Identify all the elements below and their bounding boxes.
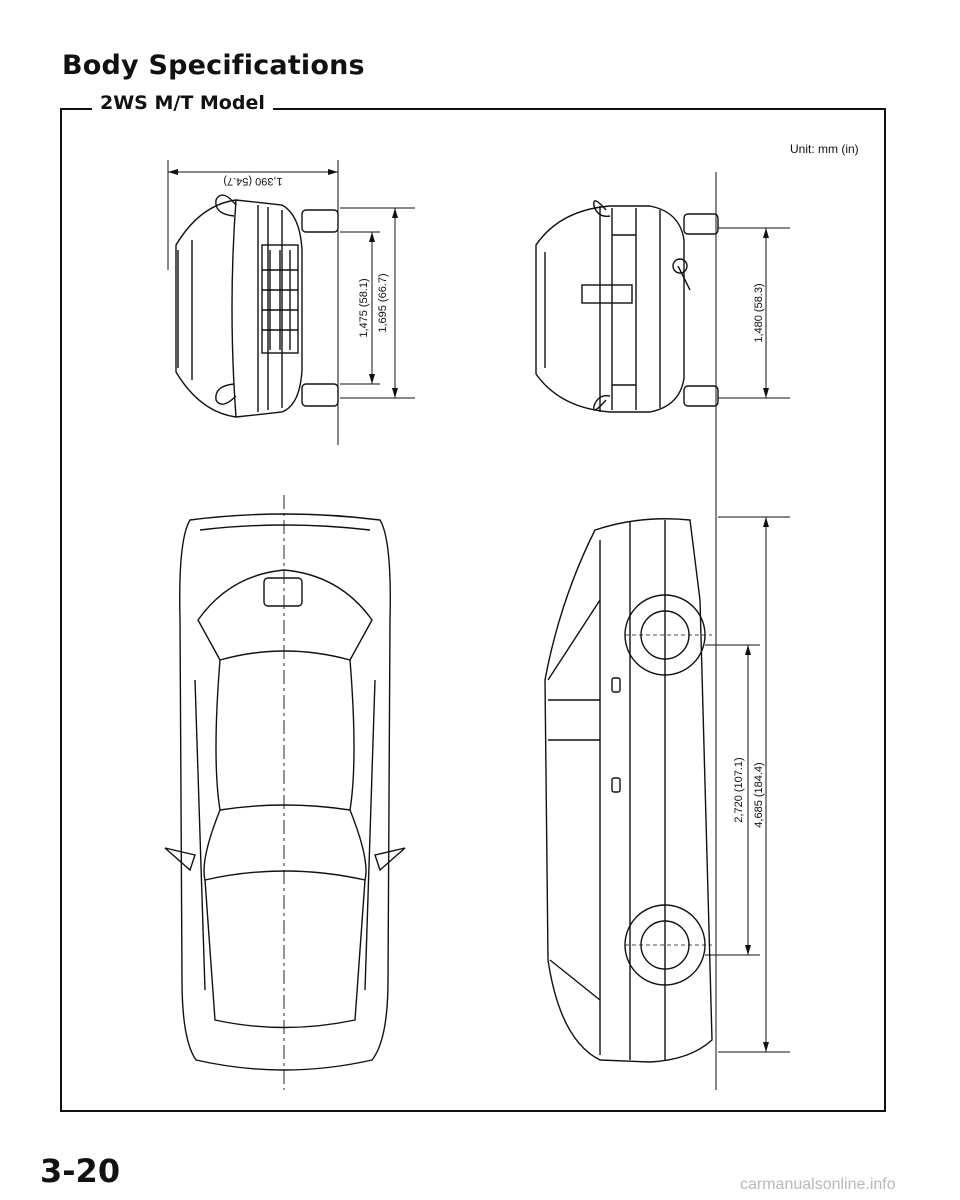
page-number: 3-20 <box>40 1152 121 1190</box>
unit-note: Unit: mm (in) <box>790 142 859 156</box>
top-view <box>164 495 406 1090</box>
model-subtitle: 2WS M/T Model <box>92 92 273 114</box>
front-track-label: 1,390 (54.7) <box>223 175 282 187</box>
page-title: Body Specifications <box>62 50 365 81</box>
rear-view <box>535 172 790 1090</box>
overall-length-label: 4,685 (184.4) <box>753 762 765 827</box>
side-view <box>544 516 790 1063</box>
front-width-label: 1,695 (66.7) <box>377 273 389 332</box>
diagram-frame <box>60 108 886 1112</box>
watermark-text: carmanualsonline.info <box>740 1176 896 1193</box>
wheelbase-label: 2,720 (107.1) <box>733 757 745 822</box>
front-height-label: 1,475 (58.1) <box>358 278 370 337</box>
rear-height-label: 1,480 (58.3) <box>753 283 765 342</box>
front-view <box>167 160 415 445</box>
